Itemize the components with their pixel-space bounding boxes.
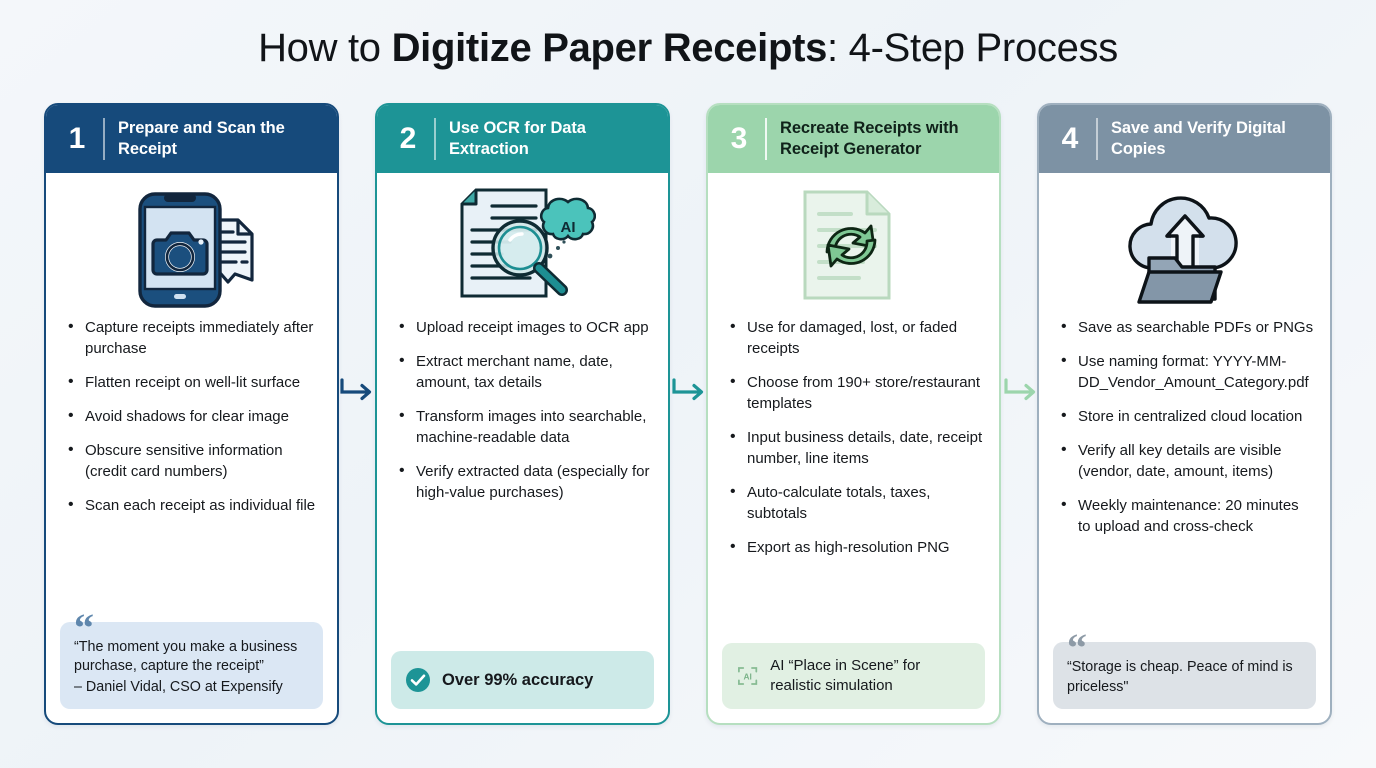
list-item: Avoid shadows for clear image: [68, 405, 321, 427]
step-1-bullet-list: Capture receipts immediately after purch…: [46, 313, 337, 622]
list-item: Verify extracted data (especially for hi…: [399, 460, 652, 503]
ai-scene-badge: AI AI “Place in Scene” for realistic sim…: [722, 643, 985, 709]
list-item: Flatten receipt on well-lit surface: [68, 371, 321, 393]
step-card-1[interactable]: 1 Prepare and Scan the Receipt: [44, 103, 339, 725]
step-card-4[interactable]: 4 Save and Verify Digital Copies Save as…: [1037, 103, 1332, 725]
testimonial-quote-1: “ “The moment you make a business purcha…: [60, 607, 323, 709]
header-divider: [103, 118, 105, 160]
step-card-2[interactable]: 2 Use OCR for Data Extraction: [375, 103, 670, 725]
list-item: Input business details, date, receipt nu…: [730, 426, 983, 469]
step-4-footer: “ “Storage is cheap. Peace of mind is pr…: [1039, 628, 1330, 723]
quote-mark-icon: “: [1067, 625, 1087, 670]
step-2-footer: Over 99% accuracy: [377, 651, 668, 723]
header-divider: [1096, 118, 1098, 160]
quote-text: “Storage is cheap. Peace of mind is pric…: [1067, 659, 1293, 695]
header-divider: [765, 118, 767, 160]
step-4-header: 4 Save and Verify Digital Copies: [1039, 105, 1330, 173]
step-2-number: 2: [399, 122, 417, 155]
list-item: Store in centralized cloud location: [1061, 405, 1314, 427]
arrow-step2-to-step3: [672, 378, 708, 406]
header-divider: [434, 118, 436, 160]
step-3-title: Recreate Receipts with Receipt Generator: [780, 119, 959, 158]
ai-scene-badge-text: AI “Place in Scene” for realistic simula…: [770, 657, 921, 694]
step-2-bullet-list: Upload receipt images to OCR app Extract…: [377, 313, 668, 651]
step-2-header: 2 Use OCR for Data Extraction: [377, 105, 668, 173]
list-item: Upload receipt images to OCR app: [399, 316, 652, 338]
title-part-before: How to: [258, 26, 392, 70]
step-4-bullet-list: Save as searchable PDFs or PNGs Use nami…: [1039, 313, 1330, 642]
quote-mark-icon: “: [74, 604, 94, 650]
list-item: Verify all key details are visible (vend…: [1061, 439, 1314, 482]
list-item: Save as searchable PDFs or PNGs: [1061, 316, 1314, 338]
accuracy-badge: Over 99% accuracy: [391, 651, 654, 709]
list-item: Scan each receipt as individual file: [68, 494, 321, 516]
step-4-number: 4: [1061, 122, 1079, 155]
step-3-header: 3 Recreate Receipts with Receipt Generat…: [708, 105, 999, 173]
list-item: Capture receipts immediately after purch…: [68, 316, 321, 359]
list-item: Auto-calculate totals, taxes, subtotals: [730, 481, 983, 524]
list-item: Choose from 190+ store/restaurant templa…: [730, 371, 983, 414]
cloud-upload-folder-icon: [1039, 173, 1330, 313]
list-item: Export as high-resolution PNG: [730, 536, 983, 558]
list-item: Use for damaged, lost, or faded receipts: [730, 316, 983, 359]
list-item: Obscure sensitive information (credit ca…: [68, 439, 321, 482]
step-1-header: 1 Prepare and Scan the Receipt: [46, 105, 337, 173]
arrow-step3-to-step4: [1004, 378, 1040, 406]
step-1-footer: “ “The moment you make a business purcha…: [46, 607, 337, 724]
step-3-footer: AI AI “Place in Scene” for realistic sim…: [708, 643, 999, 723]
testimonial-quote-4: “ “Storage is cheap. Peace of mind is pr…: [1053, 628, 1316, 709]
page-title: How to Digitize Paper Receipts: 4-Step P…: [0, 20, 1376, 76]
accuracy-badge-text: Over 99% accuracy: [442, 671, 594, 689]
document-refresh-icon: [708, 173, 999, 313]
step-1-title: Prepare and Scan the Receipt: [118, 119, 285, 158]
arrow-step1-to-step2: [340, 378, 376, 406]
steps-container: 1 Prepare and Scan the Receipt: [44, 103, 1332, 725]
step-2-title: Use OCR for Data Extraction: [449, 119, 586, 158]
step-4-title: Save and Verify Digital Copies: [1111, 119, 1286, 158]
quote-attribution: – Daniel Vidal, CSO at Expensify: [74, 678, 283, 695]
quote-text: “The moment you make a business purchase…: [74, 638, 298, 675]
svg-text:AI: AI: [743, 672, 751, 682]
title-part-bold: Digitize Paper Receipts: [391, 26, 828, 70]
list-item: Use naming format: YYYY-MM-DD_Vendor_Amo…: [1061, 350, 1314, 393]
list-item: Weekly maintenance: 20 minutes to upload…: [1061, 494, 1314, 537]
step-1-number: 1: [68, 122, 86, 155]
step-card-3[interactable]: 3 Recreate Receipts with Receipt Generat…: [706, 103, 1001, 725]
list-item: Transform images into searchable, machin…: [399, 405, 652, 448]
title-part-after: : 4-Step Process: [827, 26, 1118, 70]
step-3-number: 3: [730, 122, 748, 155]
phone-camera-receipt-icon: [46, 173, 337, 313]
list-item: Extract merchant name, date, amount, tax…: [399, 350, 652, 393]
step-3-bullet-list: Use for damaged, lost, or faded receipts…: [708, 313, 999, 643]
document-magnifier-ai-brain-icon: AI: [377, 173, 668, 313]
ai-scan-frame-icon: AI: [738, 667, 758, 685]
svg-text:AI: AI: [560, 219, 575, 236]
check-circle-icon: [406, 668, 430, 692]
